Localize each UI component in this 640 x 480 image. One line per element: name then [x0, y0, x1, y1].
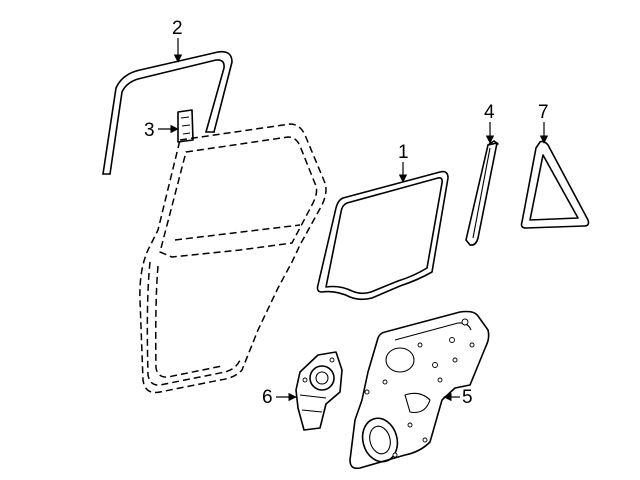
callout-4-label: 4: [484, 102, 495, 123]
quarter-glass-part: [520, 140, 590, 229]
trim-molding-part: [465, 140, 499, 246]
callout-1: 1: [398, 142, 409, 183]
callout-7-label: 7: [538, 102, 549, 123]
callout-2: 2: [172, 18, 183, 63]
window-motor-part: [295, 351, 343, 431]
callout-4: 4: [484, 102, 495, 144]
callout-3-label: 3: [144, 120, 155, 141]
run-channel-part: [102, 50, 233, 175]
callout-7: 7: [538, 102, 549, 144]
callout-6: 6: [262, 387, 297, 408]
bracket-part: [177, 109, 194, 143]
door-glass-part: [316, 170, 449, 301]
callout-2-label: 2: [172, 18, 183, 39]
callout-6-label: 6: [262, 387, 273, 408]
callout-3: 3: [144, 120, 179, 141]
door-shell-outline: [139, 123, 327, 394]
callout-5: 5: [443, 387, 473, 408]
callout-5-label: 5: [462, 387, 473, 408]
callout-1-label: 1: [398, 142, 409, 163]
regulator-panel-part: [349, 310, 490, 470]
